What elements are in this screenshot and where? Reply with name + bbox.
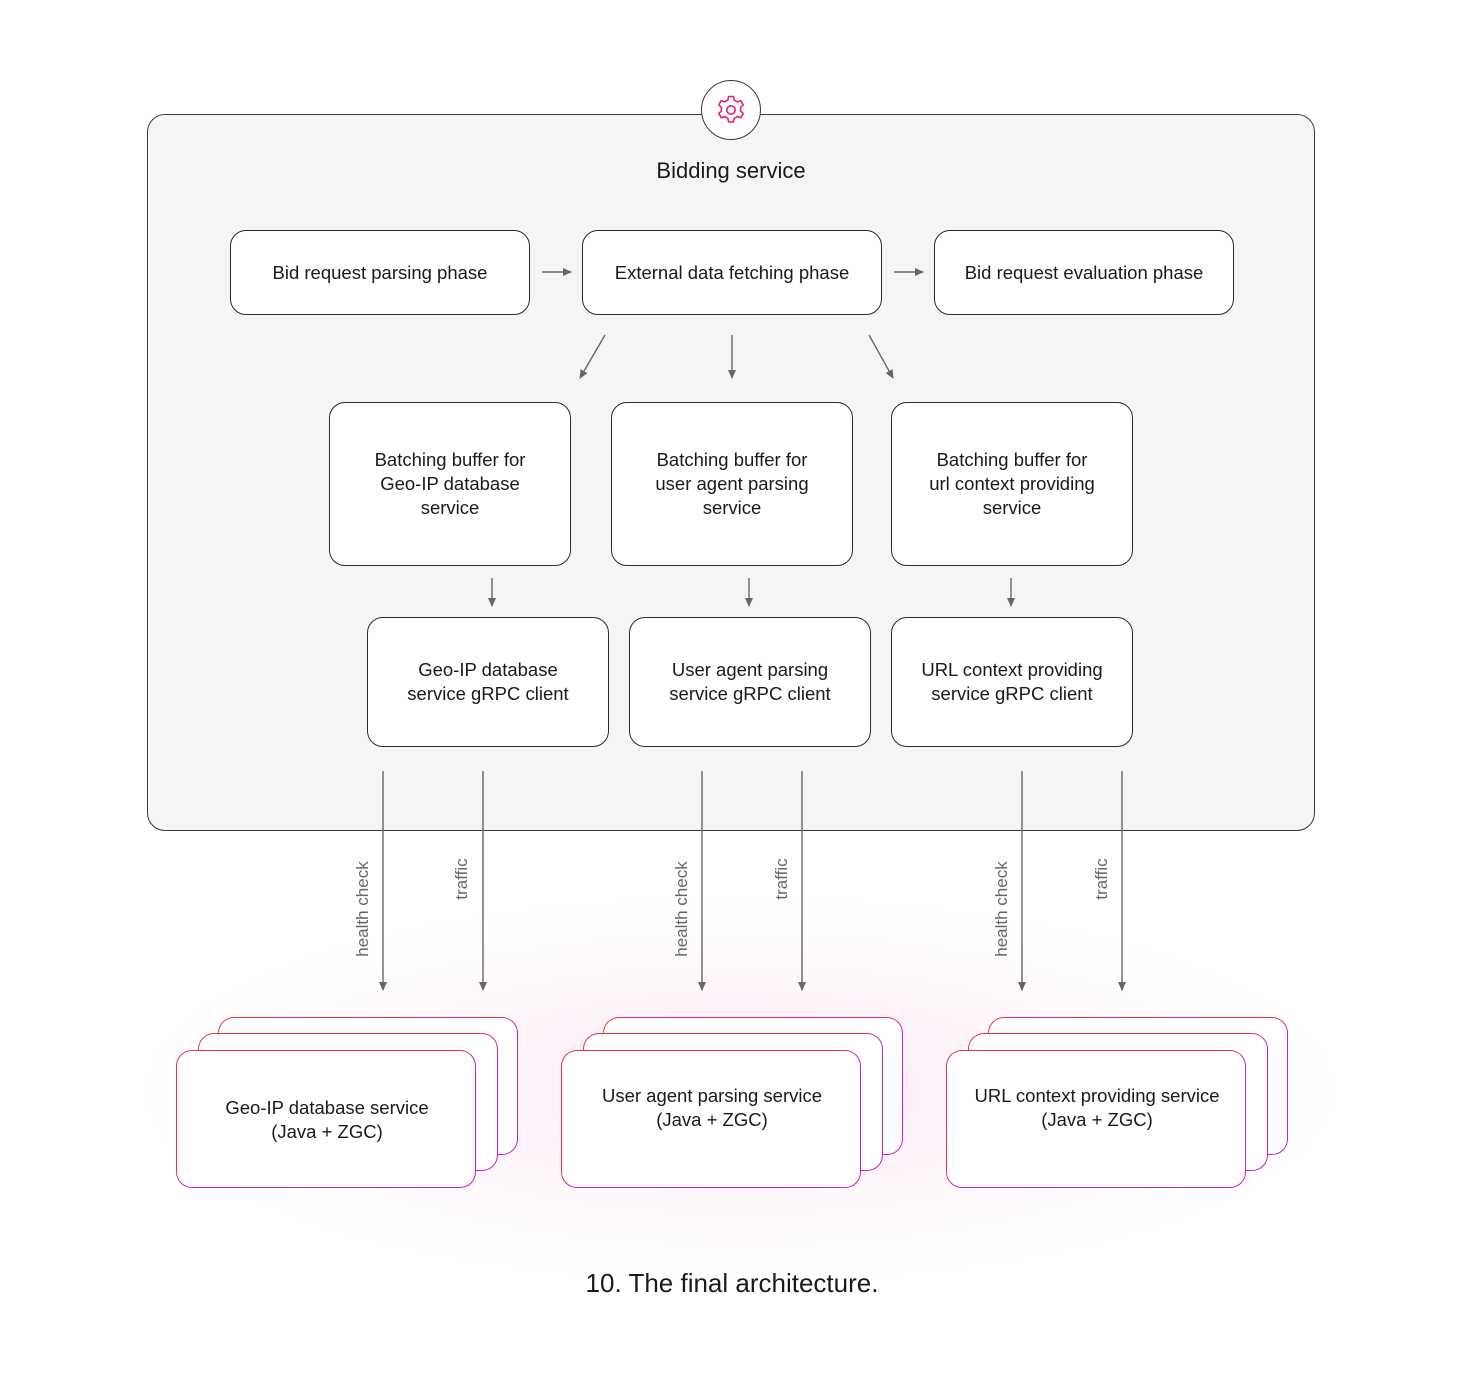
gear-badge — [701, 80, 761, 140]
label-traffic-geo: traffic — [452, 858, 471, 900]
client-user-agent: User agent parsing service gRPC client — [629, 617, 871, 747]
figure-caption: 10. The final architecture. — [585, 1268, 879, 1298]
service-instance-front: User agent parsing service (Java + ZGC) — [561, 1050, 861, 1188]
service-label-user-agent: User agent parsing service (Java + ZGC) — [601, 1085, 823, 1130]
label-health-check-ua: health check — [672, 861, 691, 957]
label-traffic-url: traffic — [1092, 858, 1111, 900]
container-title: Bidding service — [656, 158, 806, 183]
phase-bid-request-parsing: Bid request parsing phase — [230, 230, 530, 315]
buffer-url-context: Batching buffer for url context providin… — [891, 402, 1133, 566]
label-health-check-geo: health check — [353, 861, 372, 957]
service-instance-front: Geo-IP database service (Java + ZGC) — [176, 1050, 476, 1188]
client-url-context: URL context providing service gRPC clien… — [891, 617, 1133, 747]
service-instance-front: URL context providing service (Java + ZG… — [946, 1050, 1246, 1188]
client-geo-ip: Geo-IP database service gRPC client — [367, 617, 609, 747]
gear-icon — [718, 95, 744, 123]
phase-external-data-fetching: External data fetching phase — [582, 230, 882, 315]
buffer-geo-ip: Batching buffer for Geo-IP database serv… — [329, 402, 571, 566]
service-label-url-context: URL context providing service (Java + ZG… — [974, 1085, 1220, 1130]
phase-bid-request-evaluation: Bid request evaluation phase — [934, 230, 1234, 315]
arrow-fetch-to-buffer-geo — [579, 334, 606, 379]
service-label-geo-ip: Geo-IP database service (Java + ZGC) — [225, 1097, 429, 1142]
buffer-user-agent: Batching buffer for user agent parsing s… — [611, 402, 853, 566]
label-health-check-url: health check — [992, 861, 1011, 957]
label-traffic-ua: traffic — [772, 858, 791, 900]
arrow-fetch-to-buffer-url — [868, 334, 894, 379]
